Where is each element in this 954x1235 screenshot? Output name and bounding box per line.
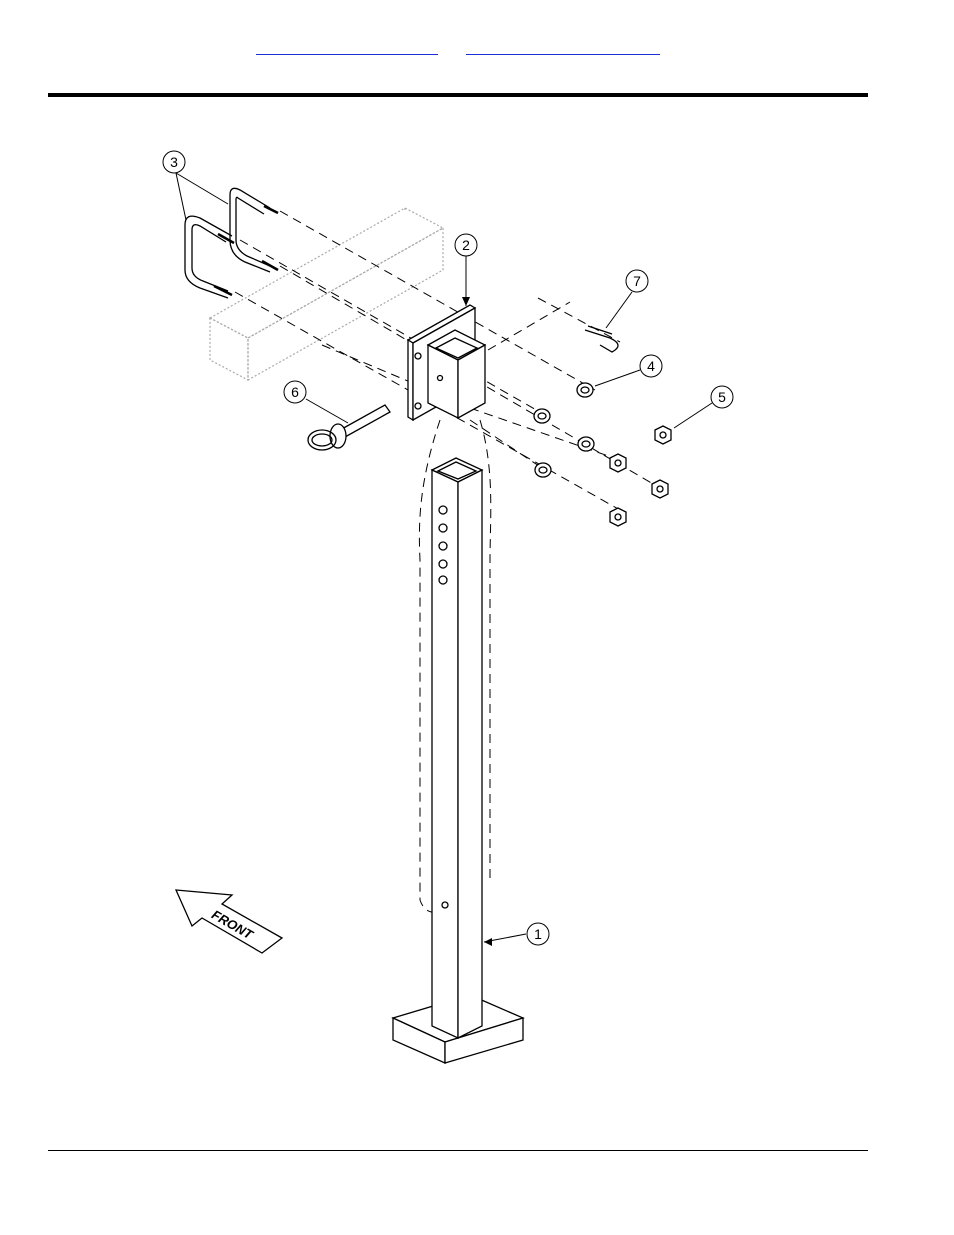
callout-5-label: 5 bbox=[718, 389, 726, 405]
callout-4: 4 bbox=[595, 355, 662, 386]
header-link-1[interactable] bbox=[256, 38, 438, 55]
hair-pin-clip bbox=[585, 326, 618, 352]
header-link-2[interactable] bbox=[466, 38, 660, 55]
callout-5: 5 bbox=[674, 386, 733, 428]
nuts bbox=[610, 426, 671, 526]
callout-3: 3 bbox=[163, 151, 228, 220]
mounting-bracket bbox=[408, 305, 485, 420]
callout-7: 7 bbox=[606, 270, 648, 328]
parts-diagram: 1 2 3 4 5 6 7 FRONT bbox=[75, 135, 775, 1075]
header-rule bbox=[48, 93, 868, 97]
callout-1: 1 bbox=[484, 923, 549, 946]
post bbox=[393, 458, 523, 1063]
footer-rule bbox=[48, 1150, 868, 1151]
callout-3-label: 3 bbox=[170, 154, 178, 170]
callout-2-label: 2 bbox=[462, 237, 470, 253]
callout-7-label: 7 bbox=[633, 273, 641, 289]
front-arrow: FRONT bbox=[176, 890, 282, 953]
callout-4-label: 4 bbox=[647, 358, 655, 374]
callout-1-label: 1 bbox=[534, 926, 542, 942]
callout-6-label: 6 bbox=[291, 384, 299, 400]
callout-6: 6 bbox=[284, 381, 348, 423]
u-bolts bbox=[185, 188, 278, 298]
hitch-pin bbox=[308, 405, 390, 450]
washers bbox=[534, 383, 594, 477]
callout-2: 2 bbox=[455, 234, 477, 306]
